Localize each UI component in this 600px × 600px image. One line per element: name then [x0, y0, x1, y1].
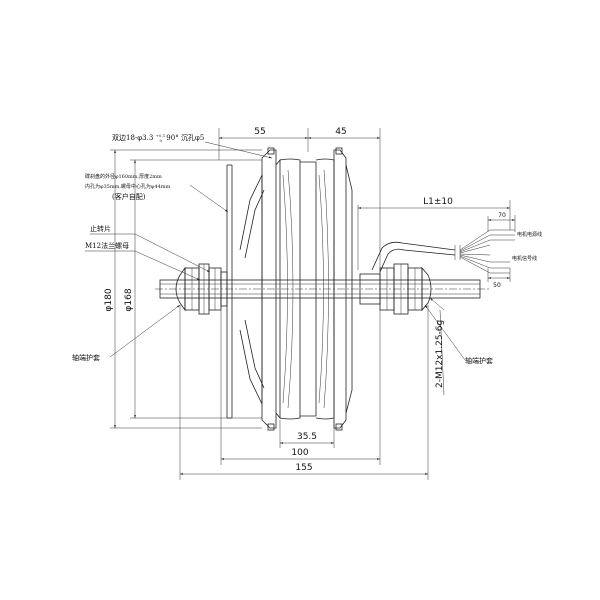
- leader-axle-cover-left: [109, 304, 181, 358]
- note-flange-nut: M12法兰螺母: [85, 241, 129, 250]
- dim-55: 55: [254, 127, 265, 137]
- dim-50: [487, 268, 511, 282]
- note-holes: 双边18-φ3.3 +0.1 0 90° 沉孔φ5: [112, 131, 204, 144]
- axle: [159, 279, 481, 299]
- note-cable-power: 电机电源线: [517, 231, 542, 238]
- note-brake-3: (客户自配): [112, 192, 146, 201]
- note-holes-tol: +0.1: [156, 133, 166, 138]
- dim-l1: [357, 200, 511, 270]
- note-cable-signal: 电机信号线: [512, 255, 537, 262]
- note-holes-main: 双边18-φ3.3: [112, 133, 153, 142]
- leader-thread: [439, 309, 445, 396]
- note-brake-2: 内孔为φ35mm,螺母中心孔为φ44mm: [85, 183, 171, 190]
- note-stop-washer: 止转片: [90, 224, 111, 233]
- dim-bottom: [179, 305, 429, 480]
- dim-vertical: [110, 149, 262, 429]
- leader-axle-cover-right: [424, 304, 466, 361]
- right-nut: [359, 263, 432, 315]
- dim-70-label: 70: [498, 212, 506, 219]
- note-holes-tol2: 0: [160, 138, 163, 143]
- dim-top: [218, 128, 381, 270]
- note-axle-cover-right: 轴端护套: [465, 356, 493, 365]
- dim-d168: φ168: [124, 288, 134, 311]
- leader-brake: [189, 184, 229, 213]
- dim-d180: φ180: [104, 288, 114, 311]
- dim-l1-label: L1±10: [423, 197, 453, 207]
- note-brake-1: 碟刹盘的外径φ160mm,厚度2mm: [85, 173, 162, 180]
- note-holes-angle: 90° 沉孔φ5: [166, 134, 204, 142]
- note-thread: 2-M12x1.25-6g: [435, 320, 445, 388]
- left-nut: [175, 263, 228, 315]
- dim-155: 155: [295, 463, 312, 473]
- dim-100: 100: [291, 448, 308, 458]
- dim-50-label: 50: [493, 282, 501, 289]
- leader-holes: [204, 141, 273, 159]
- dim-45: 45: [335, 127, 346, 137]
- motor-cable: [371, 229, 515, 274]
- dim-70: [487, 215, 516, 232]
- brake-disc: [226, 164, 233, 419]
- note-axle-cover-left: 轴端护套: [72, 353, 100, 362]
- dim-35-5: 35.5: [297, 432, 317, 442]
